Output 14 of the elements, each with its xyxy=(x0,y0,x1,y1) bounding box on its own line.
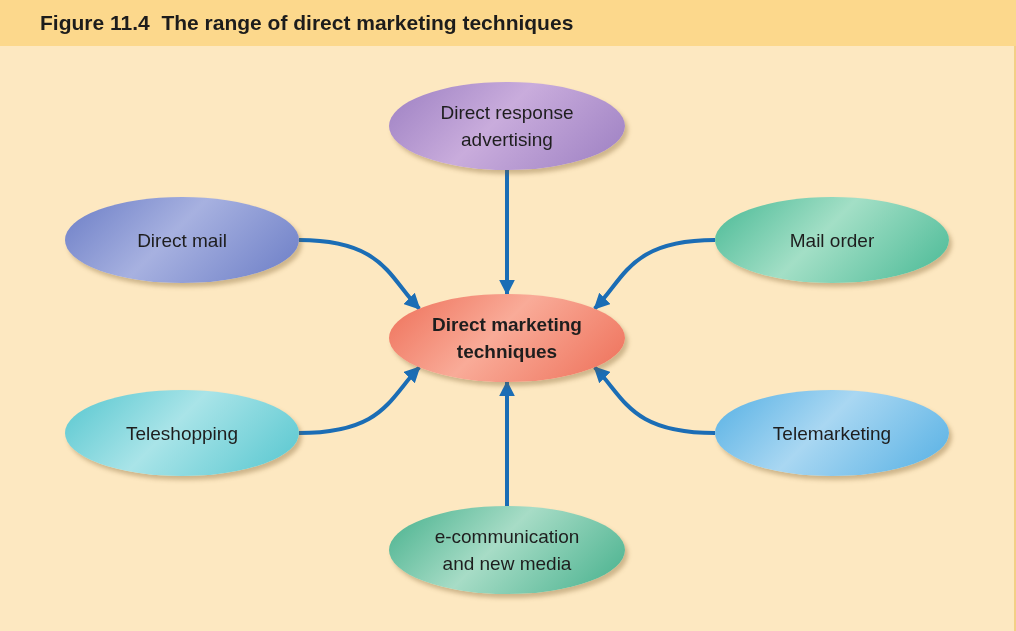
node-label: Telemarketing xyxy=(772,421,892,446)
node-label: e-communication and new media xyxy=(433,525,581,576)
arrow xyxy=(593,238,716,310)
arrow xyxy=(593,366,716,435)
node-label: Teleshopping xyxy=(126,421,238,446)
node-label: Direct response advertising xyxy=(439,101,575,152)
arrow xyxy=(499,170,515,296)
arrow xyxy=(298,366,421,435)
node-label: Direct marketing techniques xyxy=(431,313,583,364)
arrow xyxy=(298,238,421,310)
node-label: Mail order xyxy=(789,228,875,253)
arrow xyxy=(499,380,515,506)
node-label: Direct mail xyxy=(137,228,227,253)
figure-title: Figure 11.4 The range of direct marketing techniques xyxy=(40,11,574,35)
